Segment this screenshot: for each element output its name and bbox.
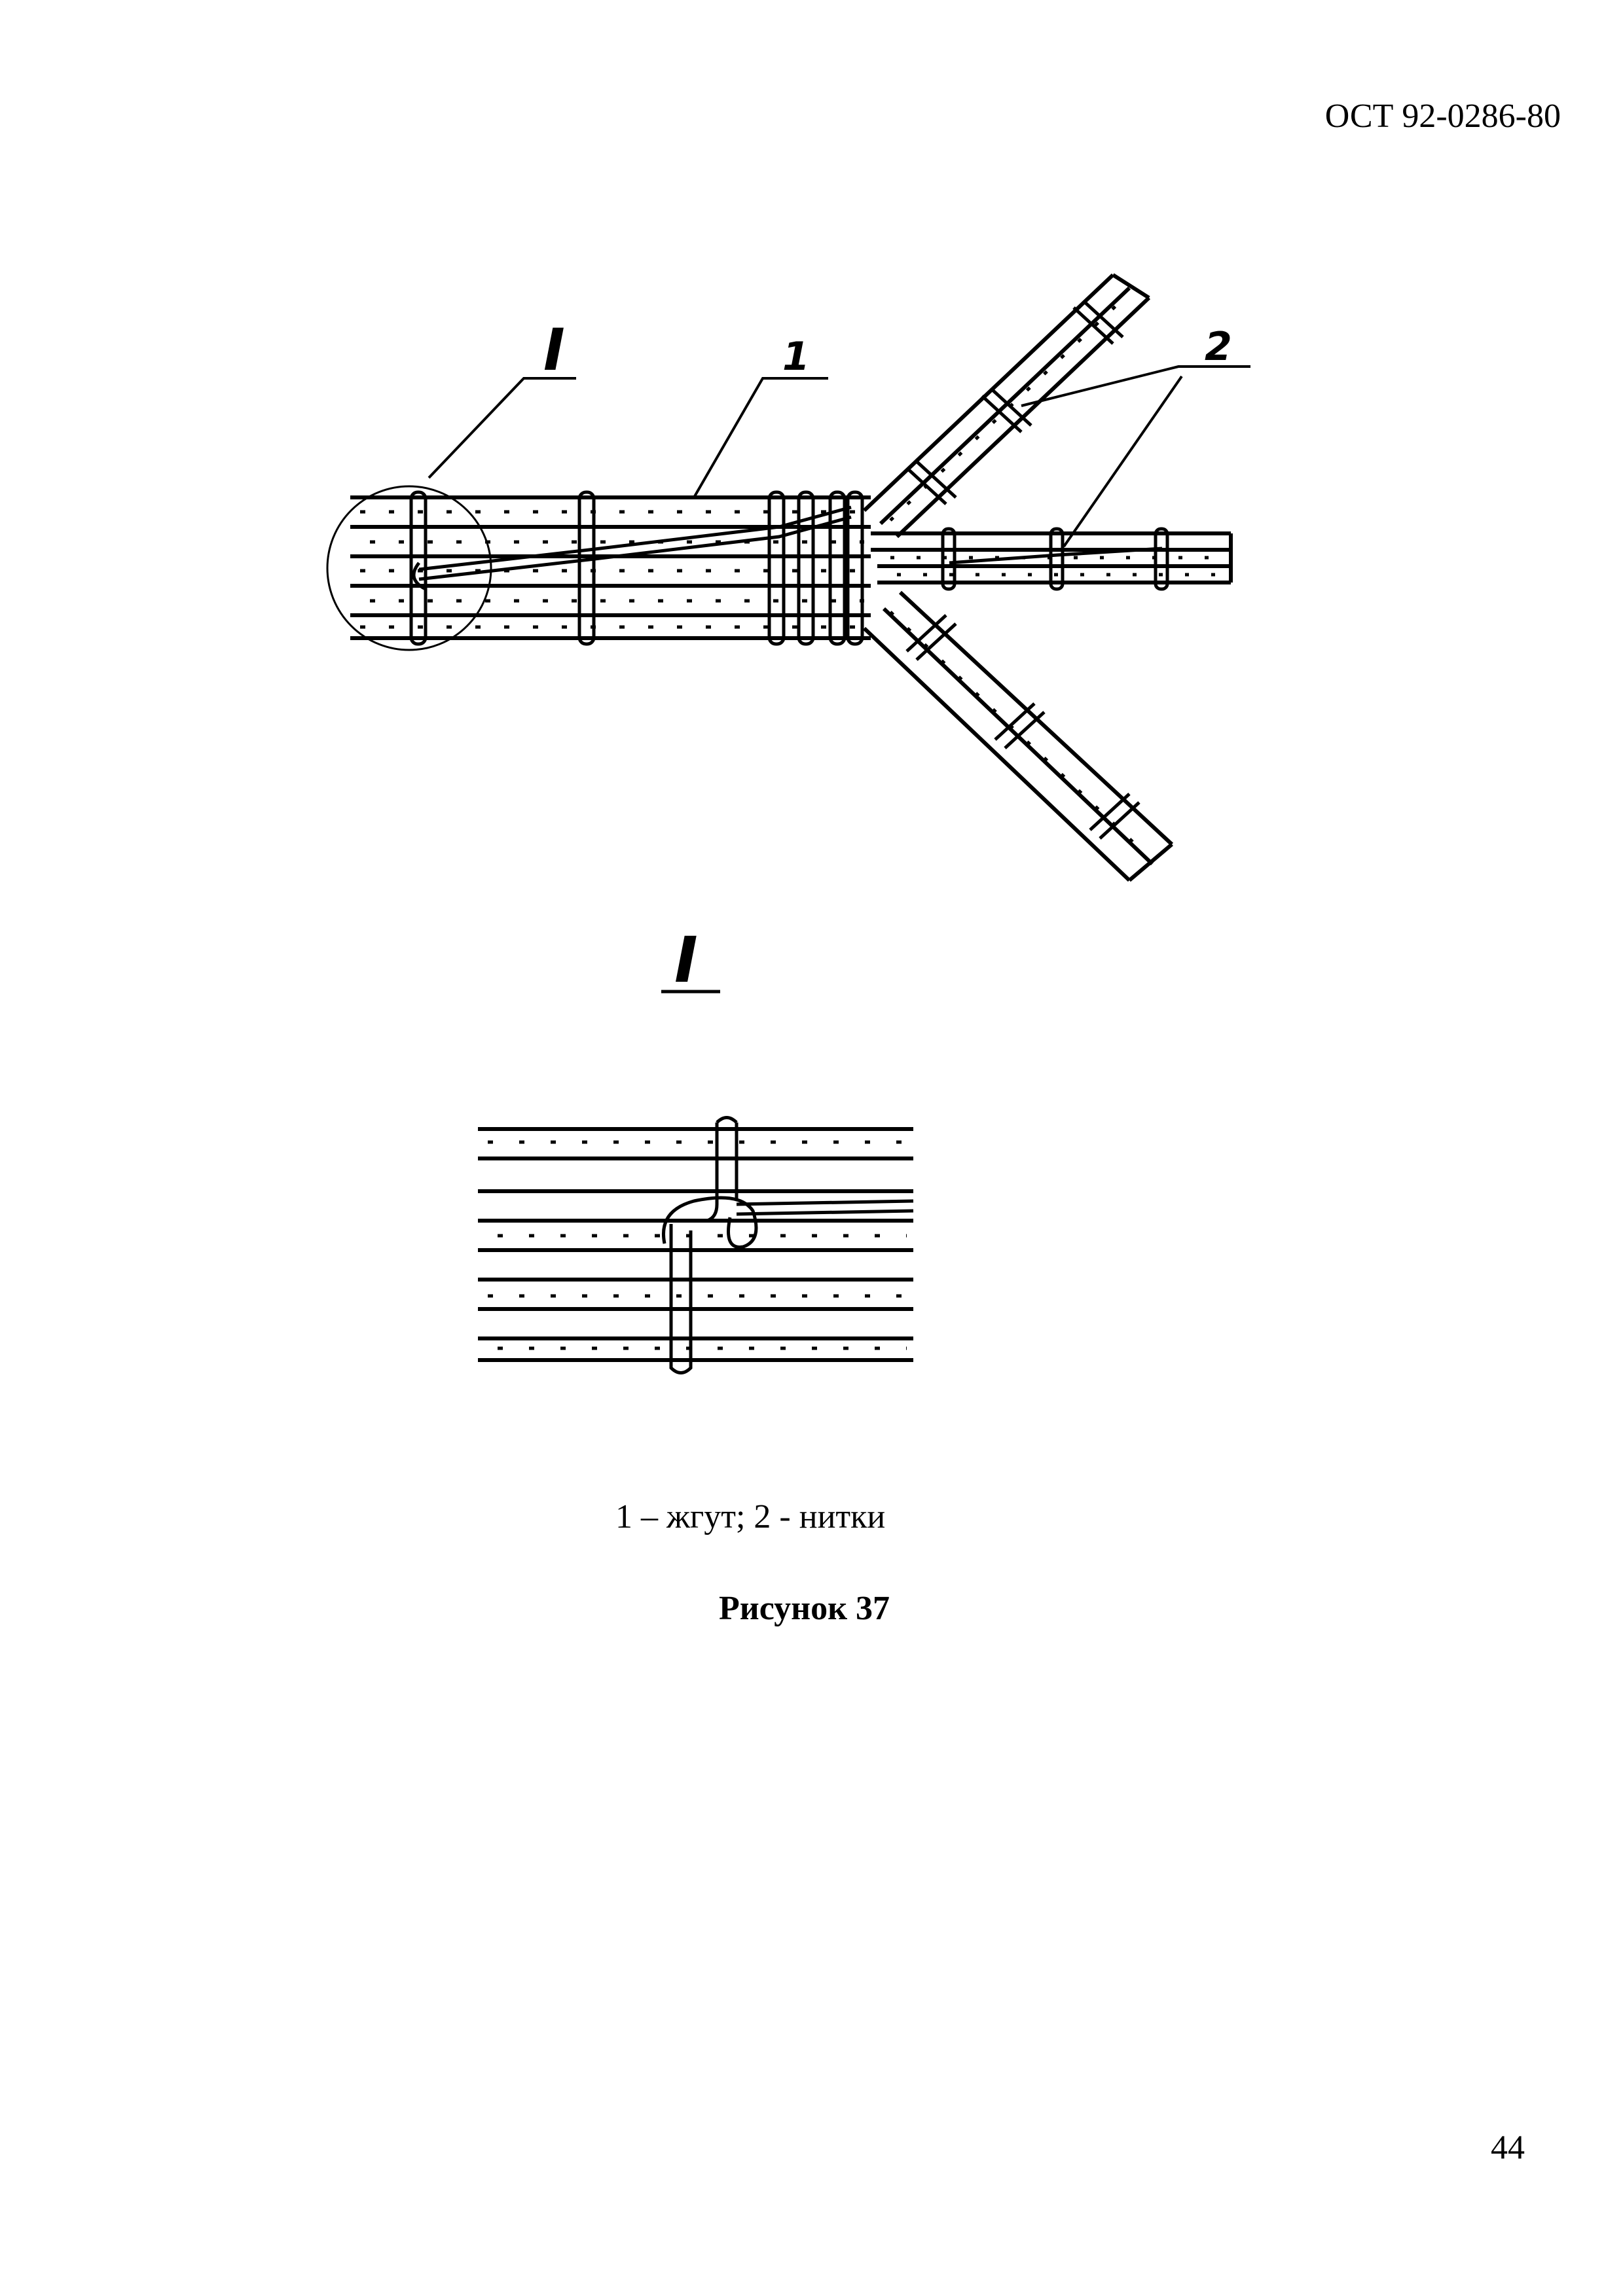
page-number: 44	[1491, 2129, 1525, 2166]
callout-detail-marker: I	[543, 316, 565, 384]
detail-view	[478, 1116, 914, 1374]
figure-title: Рисунок 37	[719, 1590, 890, 1627]
callout-part-2: 2	[1205, 324, 1232, 370]
detail-circle	[326, 485, 492, 651]
figure-legend: 1 – жгут; 2 - нитки	[615, 1498, 886, 1535]
detail-heading: I	[674, 924, 698, 997]
document-code: ОСТ 92-0286-80	[1324, 98, 1561, 135]
callout-part-1: 1	[782, 334, 810, 380]
main-harness	[326, 273, 1250, 882]
